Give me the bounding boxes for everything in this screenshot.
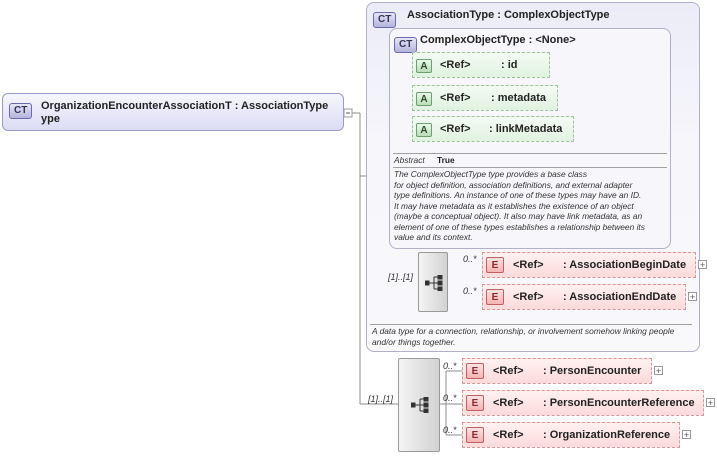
- element-person-encounter[interactable]: E <Ref> : PersonEncounter: [462, 358, 652, 384]
- sequence-compositor[interactable]: [418, 252, 448, 312]
- ct-plus-icon: CT: [373, 9, 397, 28]
- abstract-label: Abstract: [394, 155, 425, 165]
- ct-icon: CT: [394, 34, 418, 53]
- element-association-end-date[interactable]: E <Ref> : AssociationEndDate: [482, 284, 686, 310]
- element-person-encounter-reference[interactable]: E <Ref> : PersonEncounterReference: [462, 390, 704, 416]
- attribute-icon: A: [416, 92, 432, 106]
- expand-icon[interactable]: +: [706, 398, 715, 408]
- element-ref: <Ref>: [513, 291, 544, 303]
- main-type-label-wrap: ype: [41, 113, 60, 125]
- element-ref: <Ref>: [493, 429, 524, 441]
- element-name: : AssociationEndDate: [563, 291, 677, 303]
- attribute-ref: <Ref>: [440, 92, 471, 104]
- divider: [370, 324, 692, 325]
- attribute-ref: <Ref>: [440, 123, 471, 135]
- element-name: : AssociationBeginDate: [563, 259, 687, 271]
- attribute-link-metadata[interactable]: A <Ref> : linkMetadata: [412, 116, 574, 142]
- element-icon: E: [466, 363, 484, 379]
- complex-object-type-documentation: The ComplexObjectType type provides a ba…: [394, 169, 645, 242]
- element-ref: <Ref>: [493, 365, 524, 377]
- sequence-multiplicity: [1]..[1]: [368, 394, 394, 404]
- element-multiplicity: 0..*: [443, 361, 457, 371]
- abstract-value: True: [437, 155, 455, 165]
- element-name: : PersonEncounterReference: [543, 397, 695, 409]
- element-name: : PersonEncounter: [543, 365, 642, 377]
- element-multiplicity: 0..*: [463, 254, 477, 264]
- expand-icon[interactable]: +: [654, 366, 663, 376]
- attribute-metadata[interactable]: A <Ref> : metadata: [412, 85, 558, 111]
- element-multiplicity: 0..*: [443, 393, 457, 403]
- attribute-id[interactable]: A <Ref> : id: [412, 52, 550, 78]
- element-icon: E: [486, 289, 504, 305]
- expand-icon[interactable]: +: [698, 260, 707, 270]
- attribute-name: : id: [501, 59, 518, 71]
- element-ref: <Ref>: [513, 259, 544, 271]
- sequence-icon: [411, 397, 429, 413]
- element-name: : OrganizationReference: [543, 429, 671, 441]
- element-association-begin-date[interactable]: E <Ref> : AssociationBeginDate: [482, 252, 696, 278]
- expand-icon[interactable]: +: [682, 430, 691, 440]
- element-icon: E: [486, 257, 504, 273]
- element-ref: <Ref>: [493, 397, 524, 409]
- attribute-ref: <Ref>: [440, 59, 471, 71]
- sequence-multiplicity: [1]..[1]: [388, 272, 414, 282]
- attribute-name: : metadata: [491, 92, 547, 104]
- element-icon: E: [466, 395, 484, 411]
- association-type-title: AssociationType : ComplexObjectType: [407, 9, 610, 21]
- sequence-compositor[interactable]: [398, 358, 440, 452]
- element-multiplicity: 0..*: [463, 286, 477, 296]
- attribute-icon: A: [416, 123, 432, 137]
- attribute-name: : linkMetadata: [489, 123, 563, 135]
- association-type-documentation: A data type for a connection, relationsh…: [372, 326, 675, 347]
- organization-encounter-association-type-box[interactable]: CT OrganizationEncounterAssociationT : A…: [2, 93, 344, 131]
- expand-icon[interactable]: +: [688, 292, 697, 302]
- attribute-icon: A: [416, 59, 432, 73]
- element-multiplicity: 0..*: [443, 425, 457, 435]
- main-type-label: OrganizationEncounterAssociationT : Asso…: [41, 100, 329, 112]
- divider: [393, 167, 667, 168]
- element-icon: E: [466, 427, 484, 443]
- ct-plus-icon: CT: [9, 100, 33, 119]
- element-organization-reference[interactable]: E <Ref> : OrganizationReference: [462, 422, 680, 448]
- divider: [393, 153, 667, 154]
- sequence-icon: [425, 275, 443, 291]
- complex-object-type-title: ComplexObjectType : <None>: [420, 34, 576, 46]
